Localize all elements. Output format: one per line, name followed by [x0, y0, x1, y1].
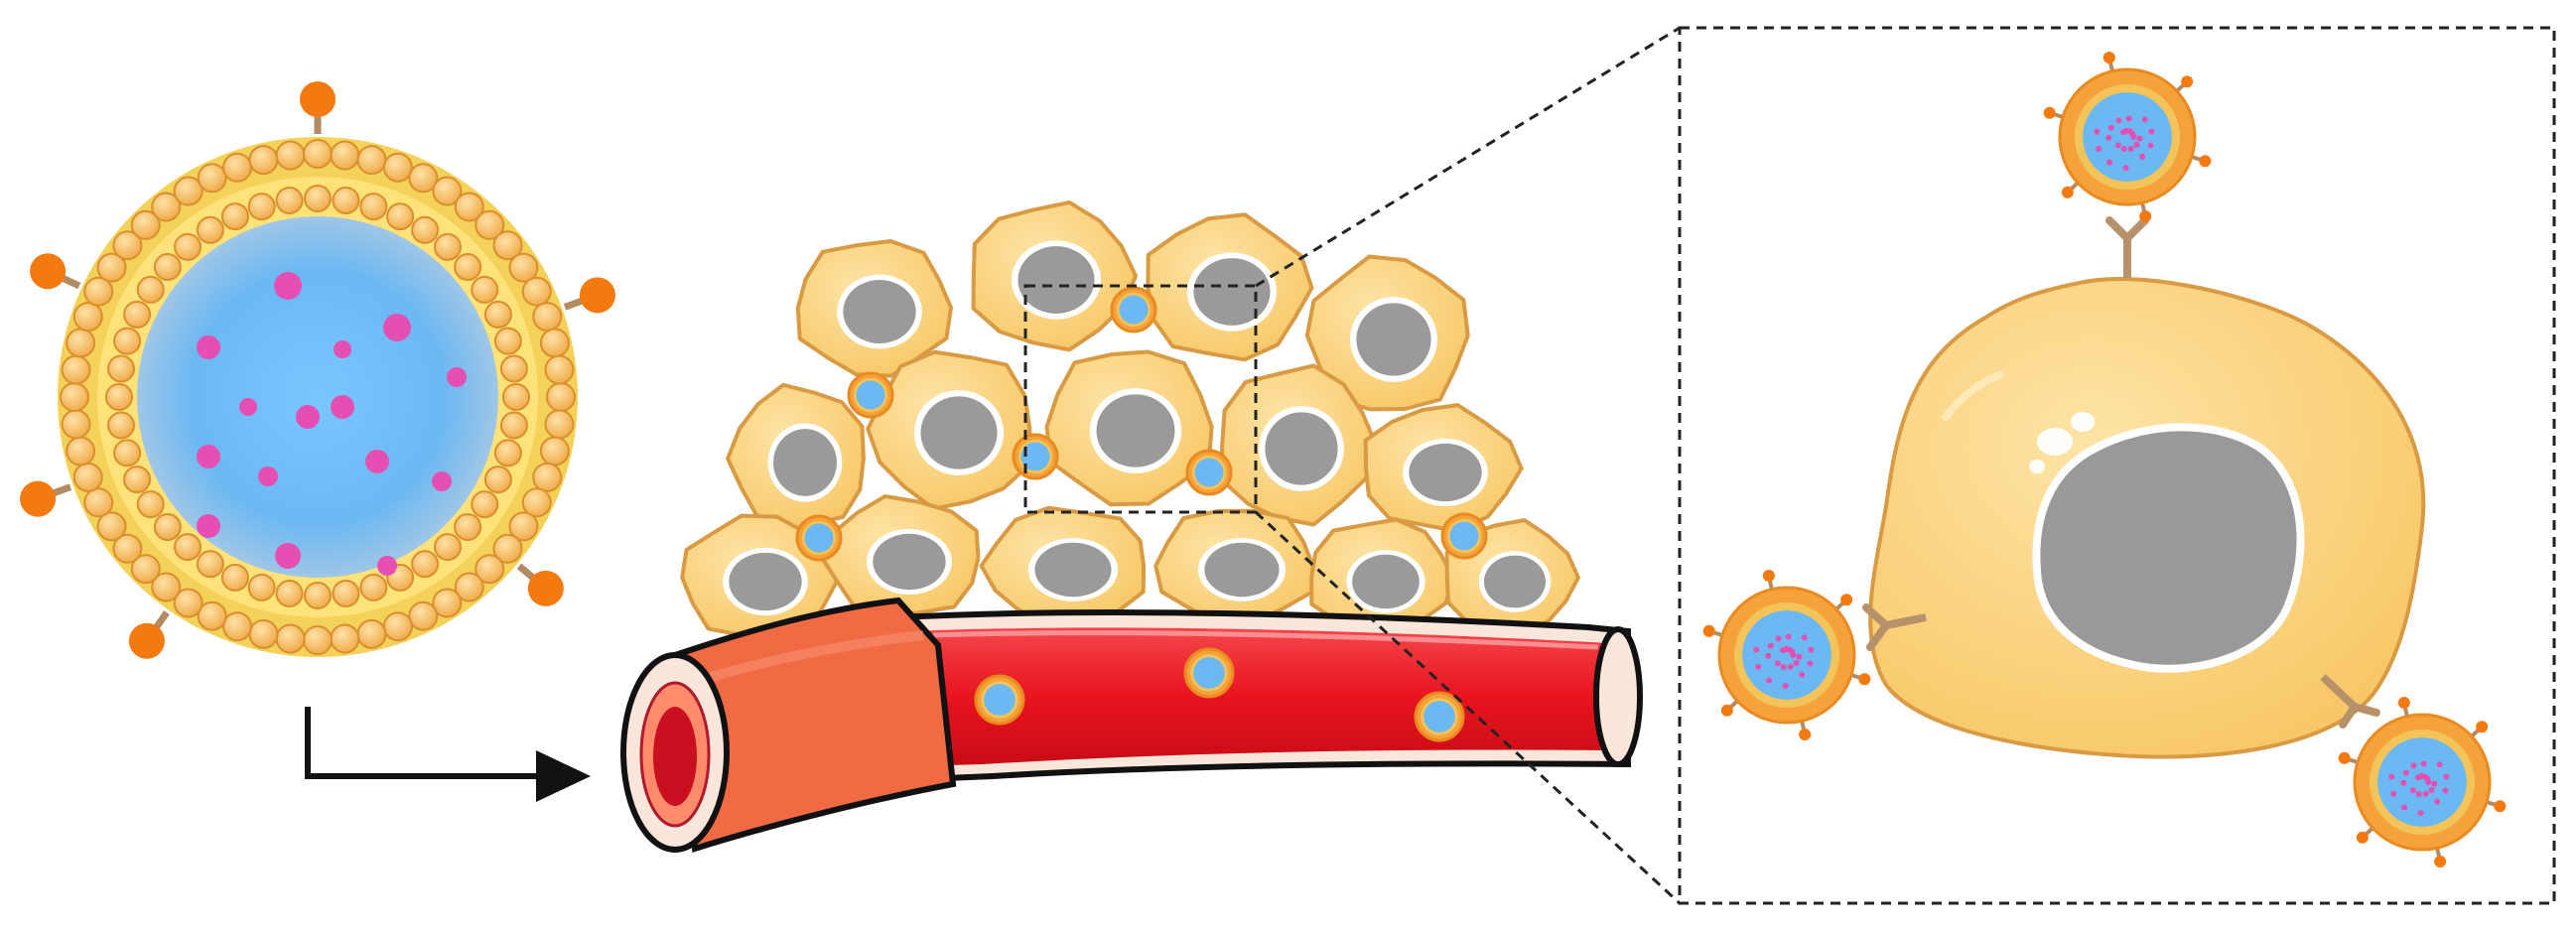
payload-molecule: [197, 514, 220, 538]
payload-molecule: [258, 466, 278, 486]
targeted-liposome-small: [976, 676, 1023, 724]
targeted-liposome-small: [797, 516, 841, 560]
tumor-cell: [982, 508, 1145, 625]
aqueous-core: [137, 216, 498, 578]
payload-molecule: [365, 450, 389, 473]
cell-nucleus: [1356, 303, 1430, 375]
payload-molecule: [334, 340, 351, 358]
cell-nucleus: [1352, 555, 1420, 609]
payload-molecule: [197, 445, 220, 468]
tumor-cell: [728, 385, 864, 531]
payload-molecule: [197, 335, 220, 359]
cell-nucleus: [920, 396, 997, 468]
cell-nucleus: [1097, 394, 1175, 466]
targeted-liposome-icon: [20, 81, 615, 659]
cell-nucleus: [1265, 412, 1337, 484]
payload-molecule: [432, 471, 452, 491]
payload-molecule: [377, 556, 397, 576]
ligand-knob: [528, 571, 564, 606]
tumor-cell: [1155, 511, 1312, 624]
tumor-cell: [1047, 352, 1212, 505]
ligand-knob: [300, 81, 336, 117]
payload-molecule: [296, 405, 320, 429]
cell-nucleus: [843, 280, 915, 343]
payload-molecule: [239, 398, 257, 416]
payload-molecule: [447, 367, 467, 387]
payload-molecule: [383, 314, 411, 341]
right-arrow-icon: [308, 707, 591, 802]
receptor-binding-zoom-icon: [1680, 28, 2554, 903]
payload-molecule: [331, 395, 354, 419]
ligand-knob: [30, 253, 66, 289]
tumor-cell: [1366, 405, 1522, 531]
cell-nucleus: [1484, 556, 1546, 608]
cell-nucleus: [1034, 543, 1111, 598]
targeted-liposome-small: [1014, 435, 1057, 478]
payload-molecule: [275, 543, 301, 569]
targeted-liposome-small: [849, 373, 892, 417]
ligand-knob: [580, 277, 615, 313]
cell-nucleus: [1193, 258, 1270, 326]
cell-nucleus: [873, 534, 945, 590]
targeted-liposome-small: [1185, 649, 1233, 697]
cell-nucleus: [773, 429, 837, 496]
cell-nucleus: [729, 553, 801, 610]
cell-nucleus: [2036, 427, 2300, 668]
tumor-tissue-with-blood-vessel-icon: [623, 28, 1680, 903]
targeted-liposome-small: [1442, 514, 1486, 558]
targeted-liposome-small: [1187, 451, 1231, 494]
targeted-liposome-small: [1416, 693, 1463, 740]
cell-nucleus: [1017, 246, 1094, 314]
payload-molecule: [274, 272, 302, 300]
blood-vessel-icon: [623, 600, 1640, 850]
ligand-knob: [20, 481, 56, 517]
tumor-cell: [974, 202, 1137, 350]
targeted-liposome-small: [1112, 288, 1155, 332]
ligand-knob: [129, 623, 165, 659]
cell-nucleus: [1204, 543, 1279, 598]
cell-nucleus: [1409, 444, 1481, 501]
tumor-cell-cluster: [682, 202, 1578, 637]
